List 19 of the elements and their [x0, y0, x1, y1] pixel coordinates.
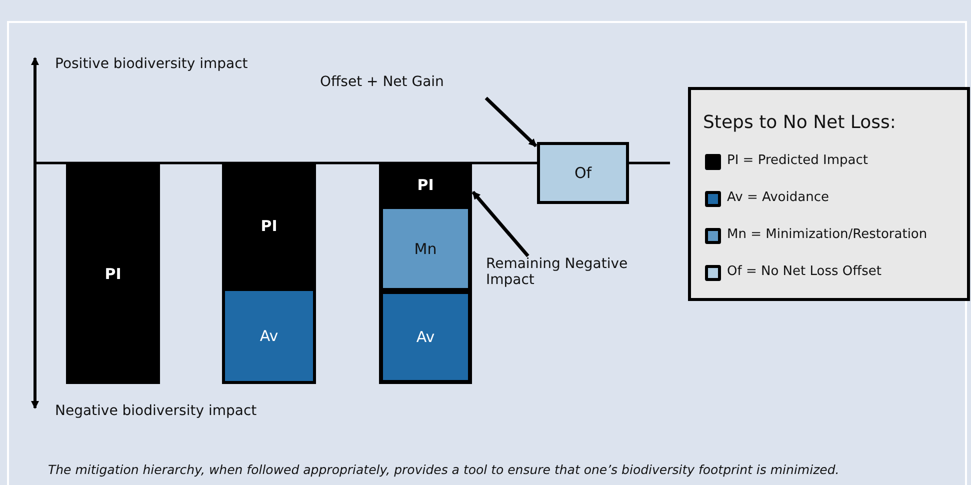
callout-label: Remaining Negative Impact [486, 256, 656, 288]
legend-title: Steps to No Net Loss: [703, 112, 896, 133]
arrow [484, 96, 538, 148]
axis-label: Positive biodiversity impact [55, 56, 248, 72]
minimization-bar-segment: Mn [379, 205, 472, 292]
offset-box: Of [537, 142, 629, 204]
avoidance-bar-segment: Av [379, 290, 472, 384]
axis-label: Negative biodiversity impact [55, 403, 257, 419]
impact-bar-segment: PI [222, 163, 316, 289]
caption: The mitigation hierarchy, when followed appropriately, provides a tool to ensure that one’s biodiversity footprint is minimized. [48, 462, 840, 477]
legend-text: Of = No Net Loss Offset [727, 264, 882, 279]
callout-label: Offset + Net Gain [320, 74, 480, 90]
legend-text: Mn = Minimization/Restoration [727, 227, 928, 242]
avoidance-bar-segment: Av [222, 288, 316, 384]
arrow [472, 190, 530, 258]
impact-bar-segment: PI [379, 163, 472, 207]
legend-text: Av = Avoidance [727, 190, 829, 205]
impact-bar: PI [66, 163, 160, 384]
legend-text: PI = Predicted Impact [727, 153, 868, 168]
